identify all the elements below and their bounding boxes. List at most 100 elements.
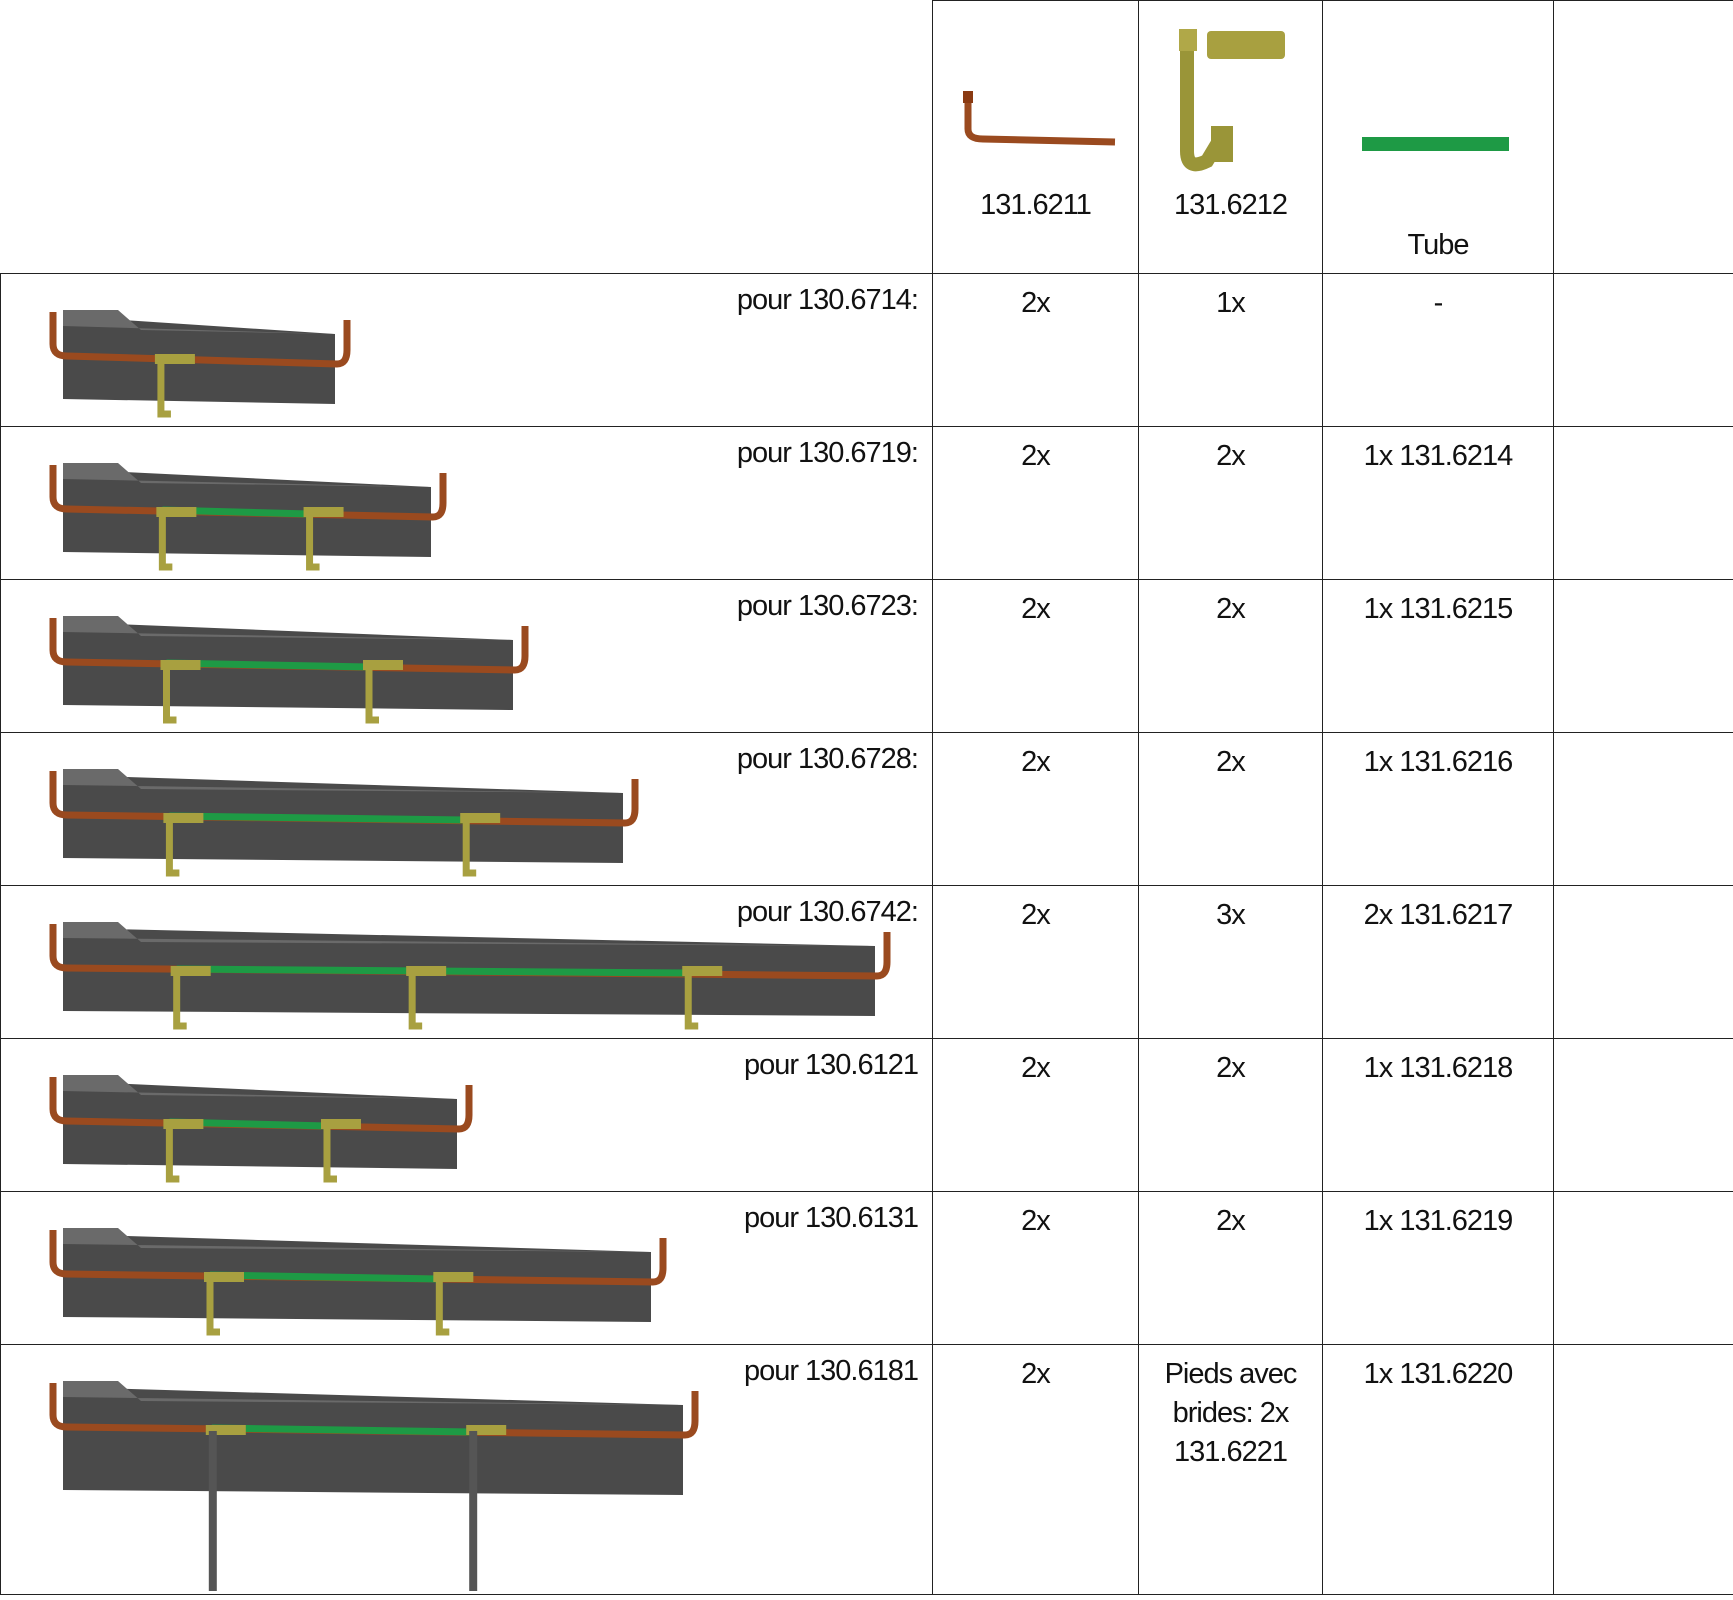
qty-131-6211-cell: 2x bbox=[932, 1191, 1139, 1345]
qty-131-6212: 1x bbox=[1216, 287, 1246, 319]
empty-cell bbox=[1553, 579, 1733, 733]
bracket-clamp bbox=[460, 813, 501, 823]
qty-131-6212: 2x bbox=[1216, 440, 1246, 472]
trough-image bbox=[49, 1075, 473, 1183]
table-row: pour 130.6723: 2x 2x 1x 131.6215 bbox=[0, 579, 1733, 733]
qty-131-6211-cell: 2x bbox=[932, 732, 1139, 886]
table-row: pour 130.6181 2x Pieds avec brides: 2x 131… bbox=[0, 1344, 1733, 1595]
trough-cell: pour 130.6131 bbox=[0, 1191, 933, 1345]
trough-image bbox=[49, 922, 891, 1030]
qty-131-6211: 2x bbox=[1021, 1358, 1051, 1390]
qty-131-6212: 2x bbox=[1216, 1052, 1246, 1084]
qty-131-6212: 2x bbox=[1216, 1205, 1246, 1237]
model-label: pour 130.6121 bbox=[743, 1049, 919, 1081]
tube-ref: 2x 131.6217 bbox=[1363, 899, 1514, 931]
model-label: pour 130.6181 bbox=[743, 1355, 919, 1387]
table-row: pour 130.6742: 2x 3x 2x 131.6217 bbox=[0, 885, 1733, 1039]
trough-body bbox=[63, 1387, 683, 1495]
tube-ref: - bbox=[1433, 287, 1444, 319]
bracket-leg bbox=[306, 511, 320, 571]
tube-ref-cell: 1x 131.6215 bbox=[1322, 579, 1554, 733]
bracket-leg bbox=[165, 817, 180, 877]
trough-hopper bbox=[63, 310, 335, 334]
trough-cell: pour 130.6723: bbox=[0, 579, 933, 733]
header-part-tube: Tube bbox=[1322, 0, 1554, 274]
empty-cell bbox=[1553, 1191, 1733, 1345]
tube bbox=[169, 812, 467, 824]
qty-131-6211: 2x bbox=[1021, 1052, 1051, 1084]
model-label: pour 130.6742: bbox=[736, 896, 919, 928]
tube-ref: 1x 131.6219 bbox=[1363, 1205, 1514, 1237]
bracket-leg bbox=[158, 511, 173, 571]
qty-131-6212-cell: 2x bbox=[1138, 732, 1323, 886]
trough-cell: pour 130.6181 bbox=[0, 1344, 933, 1595]
tube-ref: 1x 131.6220 bbox=[1363, 1358, 1514, 1390]
trough-image bbox=[49, 1381, 699, 1591]
header-row: 131.6211 131.6212 Tube bbox=[0, 0, 1733, 274]
trough-image bbox=[49, 769, 639, 877]
trough-hopper bbox=[63, 1381, 683, 1405]
bracket-leg bbox=[462, 817, 477, 877]
bracket-leg bbox=[206, 1276, 220, 1336]
leg bbox=[208, 1431, 217, 1591]
qty-131-6211-cell: 2x bbox=[932, 1344, 1139, 1595]
bracket-leg bbox=[684, 970, 699, 1030]
trough-hopper bbox=[63, 769, 623, 793]
tube-ref: 1x 131.6215 bbox=[1363, 593, 1514, 625]
qty-131-6212: Pieds avec brides: 2x 131.6221 bbox=[1164, 1358, 1298, 1468]
qty-131-6212-cell: 3x bbox=[1138, 885, 1323, 1039]
trough-cell: pour 130.6714: bbox=[0, 273, 933, 427]
part-label: Tube bbox=[1407, 229, 1469, 261]
bracket-leg bbox=[435, 1276, 450, 1336]
bracket-leg bbox=[157, 358, 171, 418]
header-part-131-6212: 131.6212 bbox=[1138, 0, 1323, 274]
model-label: pour 130.6714: bbox=[736, 284, 919, 316]
trough-hopper bbox=[63, 1075, 457, 1099]
header-part-131-6211: 131.6211 bbox=[932, 0, 1139, 274]
bracket-clamp bbox=[363, 660, 403, 670]
qty-131-6212-cell: 2x bbox=[1138, 426, 1323, 580]
bracket-clamp bbox=[163, 813, 204, 823]
table-row: pour 130.6131 2x 2x 1x 131.6219 bbox=[0, 1191, 1733, 1345]
bracket-leg bbox=[365, 664, 379, 724]
header-empty-last bbox=[1553, 0, 1733, 274]
trough-cell: pour 130.6121 bbox=[0, 1038, 933, 1192]
qty-131-6211: 2x bbox=[1021, 593, 1051, 625]
tube-ref-cell: 1x 131.6219 bbox=[1322, 1191, 1554, 1345]
qty-131-6212: 2x bbox=[1216, 593, 1246, 625]
tube-ref: 1x 131.6216 bbox=[1363, 746, 1514, 778]
qty-131-6212-cell: 2x bbox=[1138, 1191, 1323, 1345]
tube-ref: 1x 131.6214 bbox=[1363, 440, 1514, 472]
bracket-clamp bbox=[205, 1425, 246, 1435]
trough-hopper bbox=[63, 1228, 651, 1252]
qty-131-6211-cell: 2x bbox=[932, 426, 1139, 580]
bracket-leg bbox=[408, 970, 423, 1030]
trough-hopper bbox=[63, 463, 431, 487]
model-label: pour 130.6131 bbox=[743, 1202, 919, 1234]
qty-131-6212-cell: Pieds avec brides: 2x 131.6221 bbox=[1138, 1344, 1323, 1595]
qty-131-6212: 3x bbox=[1216, 899, 1246, 931]
bracket-clamp bbox=[154, 354, 195, 364]
tube-ref-cell: 1x 131.6220 bbox=[1322, 1344, 1554, 1595]
empty-cell bbox=[1553, 1038, 1733, 1192]
bracket-clamp bbox=[170, 966, 211, 976]
bracket-leg bbox=[173, 970, 187, 1030]
part-label: 131.6212 bbox=[1174, 189, 1288, 221]
model-label: pour 130.6723: bbox=[736, 590, 919, 622]
bracket-leg bbox=[165, 1123, 180, 1183]
bracket-clamp bbox=[204, 1272, 244, 1282]
qty-131-6212-cell: 2x bbox=[1138, 579, 1323, 733]
tube-ref-cell: 1x 131.6218 bbox=[1322, 1038, 1554, 1192]
qty-131-6211: 2x bbox=[1021, 899, 1051, 931]
tube bbox=[211, 1424, 473, 1436]
qty-131-6211-cell: 2x bbox=[932, 579, 1139, 733]
trough-image bbox=[49, 616, 529, 724]
qty-131-6211: 2x bbox=[1021, 746, 1051, 778]
trough-image bbox=[49, 1228, 667, 1336]
part-label: 131.6211 bbox=[980, 189, 1092, 221]
green-tube-icon bbox=[1362, 137, 1509, 151]
bracket-clamp bbox=[466, 1425, 507, 1435]
